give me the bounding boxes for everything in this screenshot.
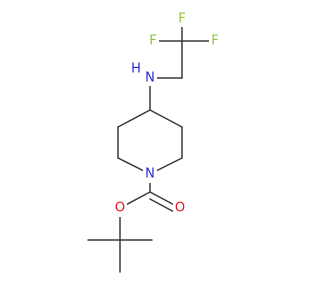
ester-oxygen-label: O (115, 201, 125, 216)
bond-co-double-b (149, 198, 177, 214)
fluorine-atom-label-2: F (149, 34, 156, 49)
amine-hydrogen-label: H (131, 62, 141, 77)
fluorine-atom-label-1: F (178, 12, 185, 27)
carbonyl-oxygen-label: O (175, 201, 185, 216)
piperidine-nitrogen-label: N (145, 167, 155, 182)
chemical-structure-diagram: F F F H N N O O (87, 11, 221, 273)
atom-label-layer: F F F H N N O O (113, 11, 221, 217)
bond-c5-c4 (117, 109, 151, 128)
fluorine-atom-label-3: F (211, 34, 218, 49)
bond-c4-c3 (149, 109, 183, 128)
amine-nitrogen-label: N (145, 71, 155, 86)
bond-layer (87, 18, 216, 273)
